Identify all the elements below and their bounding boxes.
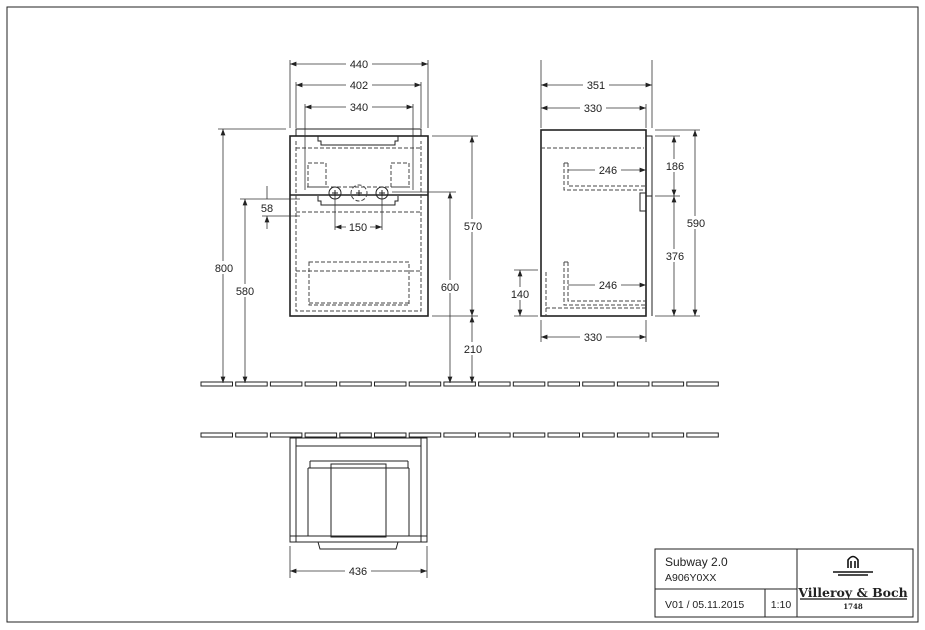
front-view <box>218 60 478 383</box>
dim-600: 600 <box>441 282 459 294</box>
floor-tile <box>339 381 372 387</box>
front-view-dimension-labels: 440 402 340 800 580 58 150 570 600 210 <box>212 57 485 356</box>
dim-440: 440 <box>350 59 368 71</box>
logo-text: Villeroy & Boch <box>797 585 907 600</box>
floor-tile <box>512 381 546 387</box>
floor-line-front <box>200 381 719 387</box>
floor-tile <box>443 381 476 387</box>
floor-tile <box>339 432 372 438</box>
floor-tile <box>616 381 650 387</box>
floor-tile <box>547 381 580 387</box>
dim-376: 376 <box>666 251 684 263</box>
dim-186: 186 <box>666 161 684 173</box>
floor-tile <box>408 381 442 387</box>
dim-330-top: 330 <box>584 103 602 115</box>
dim-140: 140 <box>511 289 529 301</box>
floor-tile <box>235 432 268 438</box>
floor-tile <box>374 381 407 387</box>
floor-tile <box>547 432 580 438</box>
floor-tile <box>478 381 511 387</box>
plan-cabinet-outline <box>289 437 428 543</box>
dim-580: 580 <box>236 286 254 298</box>
bottom-handle <box>317 196 399 206</box>
tap-hole-center <box>350 184 368 202</box>
version-date: V01 / 05.11.2015 <box>665 599 744 611</box>
floor-tile <box>269 381 303 387</box>
article-number: A906Y0XX <box>665 572 716 584</box>
floor-tile <box>269 432 303 438</box>
floor-tile <box>304 432 338 438</box>
floor-tile <box>686 381 719 387</box>
fountain-icon <box>847 555 859 568</box>
dim-58: 58 <box>261 203 273 215</box>
cabinet-outline <box>289 135 429 317</box>
floor-tile <box>200 381 233 387</box>
side-view <box>514 60 700 342</box>
dim-330-bottom: 330 <box>584 332 602 344</box>
floor-tile <box>651 381 685 387</box>
floor-tile <box>686 432 719 438</box>
dim-150: 150 <box>349 222 367 234</box>
basin-top <box>295 128 422 136</box>
floor-tile <box>200 432 233 438</box>
top-handle <box>317 136 399 146</box>
dim-246-top: 246 <box>599 165 617 177</box>
floor-tile <box>304 381 338 387</box>
floor-tile <box>512 432 546 438</box>
dim-210: 210 <box>464 344 482 356</box>
dim-246-bottom: 246 <box>599 280 617 292</box>
dim-340: 340 <box>350 102 368 114</box>
floor-tile <box>582 432 615 438</box>
floor-tile <box>478 432 511 438</box>
plan-basin <box>330 463 387 538</box>
floor-tile <box>443 432 476 438</box>
scale: 1:10 <box>771 599 792 611</box>
side-view-dimension-labels: 351 330 246 246 186 376 590 140 330 <box>508 78 708 344</box>
floor-tile <box>616 432 650 438</box>
villeroy-boch-logo: Villeroy & Boch 1748 <box>797 555 908 611</box>
dim-590: 590 <box>687 218 705 230</box>
drawing-frame <box>6 6 919 623</box>
title-block: Subway 2.0 A906Y0XX V01 / 05.11.2015 1:1… <box>654 548 914 618</box>
floor-tile <box>651 432 685 438</box>
floor-tile <box>582 381 615 387</box>
plan-view: 436 <box>289 437 428 578</box>
floor-tile <box>408 432 442 438</box>
wall-line-plan <box>200 432 719 438</box>
logo-year: 1748 <box>843 602 863 611</box>
dim-436: 436 <box>349 566 367 578</box>
floor-tile <box>235 381 268 387</box>
product-name: Subway 2.0 <box>665 555 728 569</box>
dim-570: 570 <box>464 221 482 233</box>
side-cabinet-outline <box>540 129 647 317</box>
dim-351: 351 <box>587 80 605 92</box>
floor-tile <box>374 432 407 438</box>
dim-402: 402 <box>350 80 368 92</box>
dim-800: 800 <box>215 263 233 275</box>
